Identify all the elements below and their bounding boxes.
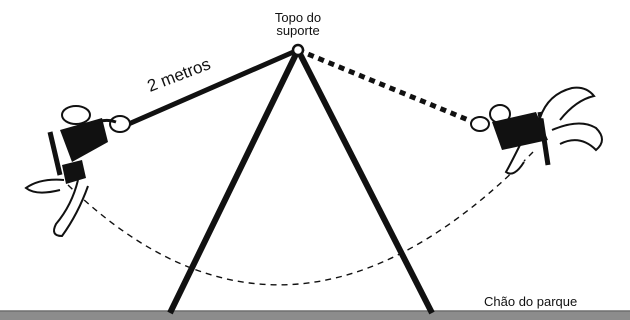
support-leg-left [167, 48, 301, 315]
child-on-swing-icon [24, 105, 131, 238]
pivot-label-line1: Topo do [275, 10, 321, 25]
child-on-swing-icon [470, 86, 603, 175]
pivot-point [291, 43, 305, 57]
support-leg-right [295, 48, 435, 315]
swing-trajectory-arc [67, 151, 534, 286]
park-ground [0, 311, 630, 320]
rope-left-solid [121, 47, 301, 129]
pivot-label-line2: suporte [276, 23, 319, 38]
rope-right-dotted [297, 47, 479, 127]
ground-label: Chão do parque [484, 294, 577, 309]
